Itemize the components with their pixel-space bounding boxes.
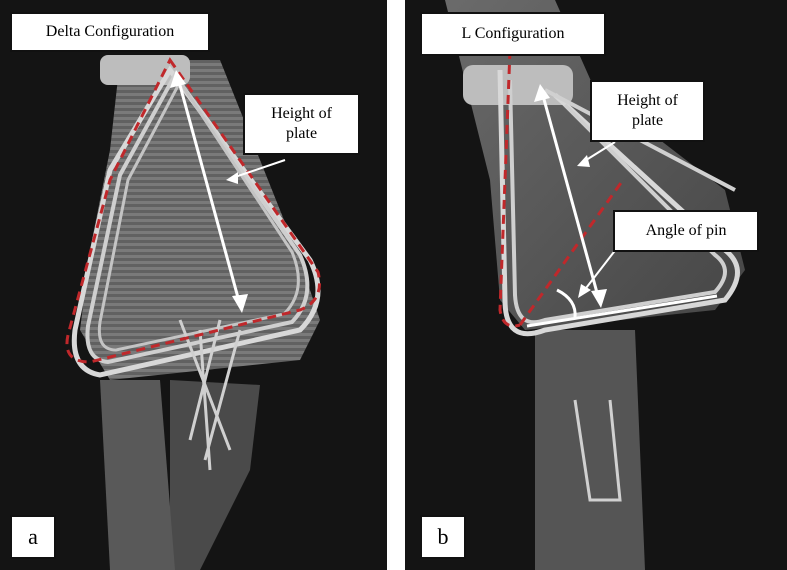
height-arrow [176, 77, 242, 306]
baseline-line [526, 294, 718, 328]
panel-letter-a: a [10, 515, 56, 559]
plate-wire [508, 79, 727, 325]
l-outline-dashed [498, 49, 521, 328]
xray-panel-b: L Configuration Height of plate Angle of… [405, 0, 787, 570]
xray-image-a [65, 55, 321, 570]
arrow-head [591, 289, 607, 308]
forearm-bone [535, 330, 645, 570]
arrow-head [578, 284, 591, 298]
xray-panel-a: Delta Configuration Height of plate a [0, 0, 387, 570]
panel-letter-b: b [420, 515, 466, 559]
angle-label-b: Angle of pin [613, 210, 759, 252]
plate-wire [71, 65, 321, 378]
pin-wires [178, 319, 242, 471]
pointer-line [582, 141, 616, 163]
arrow-head [577, 155, 590, 167]
pin-wires [573, 399, 622, 502]
config-label-a: Delta Configuration [10, 12, 210, 52]
arrow-head [534, 84, 550, 102]
height-label-a: Height of plate [243, 93, 360, 155]
height-label-b: Height of plate [590, 80, 705, 142]
arrow-head [226, 172, 238, 184]
angle-arc [556, 288, 577, 319]
pointer-line [231, 159, 286, 179]
arrow-head [170, 70, 186, 88]
config-label-b: L Configuration [420, 12, 606, 56]
pointer-line [582, 247, 618, 293]
plate-wire [497, 69, 740, 337]
panel-divider [387, 0, 405, 570]
delta-outline-dashed [65, 57, 321, 364]
height-arrow [540, 91, 601, 301]
forearm-bone [100, 380, 175, 570]
arrow-head [232, 294, 248, 313]
